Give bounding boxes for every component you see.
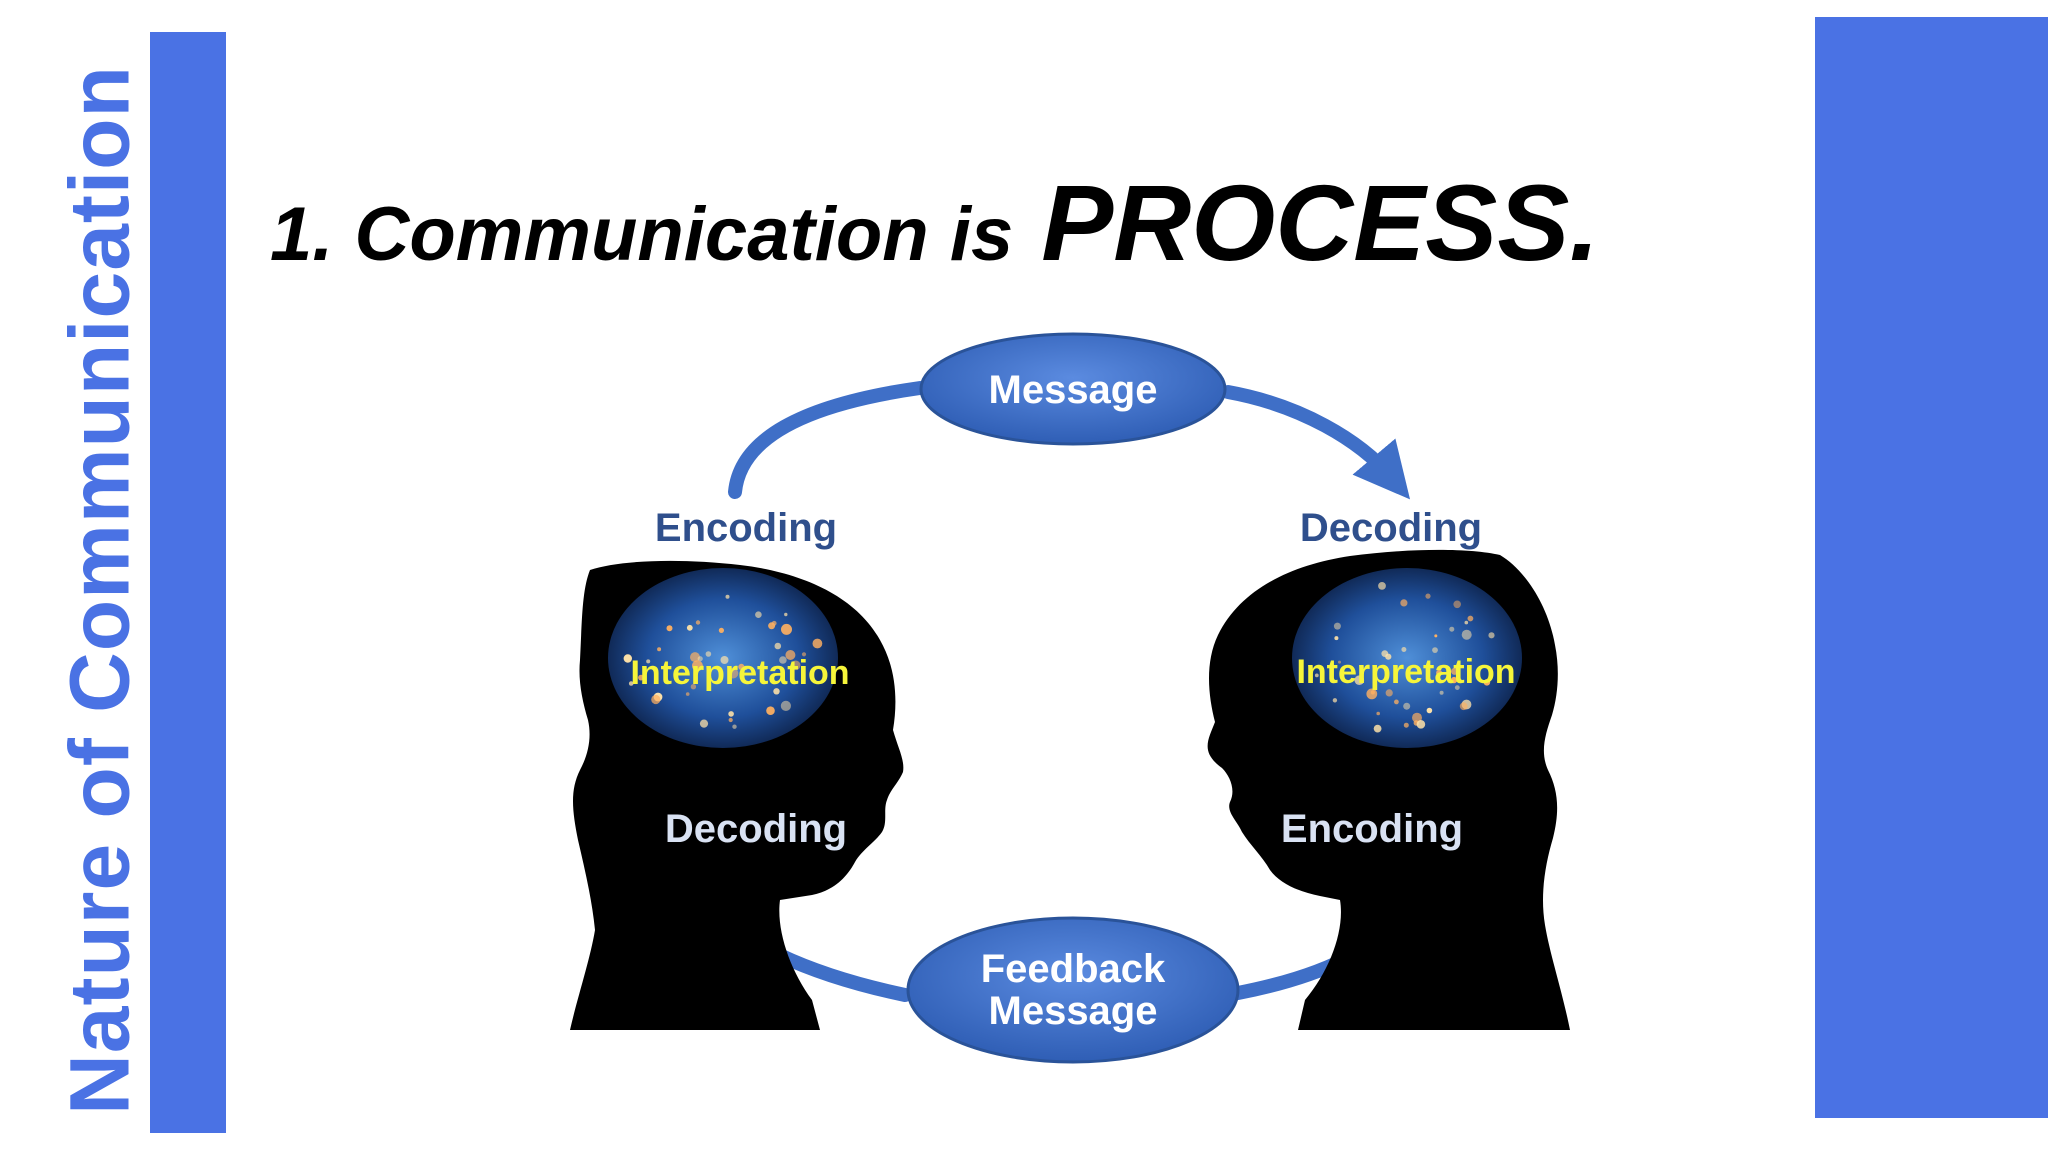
brain-sparkle	[666, 625, 673, 632]
brain-sparkle	[699, 719, 709, 728]
brain-sparkle	[1401, 647, 1407, 652]
brain-sparkle	[790, 660, 801, 671]
interpretation-label-left: Interpretation	[630, 654, 849, 692]
brain-sparkle	[784, 612, 788, 617]
message-label: Message	[989, 368, 1158, 412]
brain-sparkle	[1426, 707, 1433, 714]
heading-emphasis: PROCESS.	[1041, 162, 1600, 283]
brain-sparkle	[1394, 699, 1399, 705]
brain-sparkle	[695, 620, 701, 625]
brain-sparkle	[1332, 698, 1338, 703]
brain-sparkle	[1400, 599, 1408, 607]
slide-heading: 1. Communication is PROCESS.	[270, 160, 1599, 285]
brain-sparkle	[690, 684, 697, 690]
brain-sparkle	[768, 622, 776, 630]
decoding-label-right: Decoding	[1300, 506, 1482, 550]
decoding-label-left-head: Decoding	[665, 807, 847, 851]
brain-sparkle	[1385, 689, 1393, 697]
brain-sparkle	[1403, 702, 1411, 710]
message-ellipse	[919, 332, 1227, 446]
brain-sparkle	[1334, 636, 1339, 641]
brain-sparkle	[692, 660, 703, 672]
brain-sparkle	[1403, 722, 1409, 728]
brain-sparkle	[1436, 669, 1443, 676]
heading-lead: 1. Communication is	[270, 192, 1014, 277]
brain-sparkle	[685, 692, 690, 696]
brain-sparkle	[1464, 620, 1469, 625]
feedback-label-line1: Feedback	[981, 947, 1166, 991]
brain-sparkle	[1354, 675, 1365, 685]
brain-sparkle	[1378, 582, 1386, 590]
brain-sparkle	[766, 706, 775, 715]
encoding-label-right-head: Encoding	[1281, 807, 1463, 851]
brain-sparkle	[1453, 600, 1461, 609]
brain-sparkle	[774, 642, 782, 650]
brain-sparkle	[1459, 702, 1468, 711]
brain-sparkle	[779, 656, 787, 664]
brain-sparkle	[727, 667, 739, 679]
brain-sparkle	[705, 651, 712, 657]
brain-sparkle	[725, 594, 730, 599]
brain-sparkle	[1439, 690, 1444, 695]
brain-sparkle	[1412, 712, 1422, 723]
brain-sparkle	[1434, 634, 1438, 638]
brain-sparkle	[1416, 720, 1426, 729]
brain-sparkle	[1454, 685, 1460, 690]
interpretation-label-right: Interpretation	[1296, 653, 1515, 691]
brain-sparkle	[1333, 622, 1341, 630]
brain-sparkles	[623, 582, 1495, 733]
brain-sparkle	[780, 700, 792, 712]
brain-sparkle	[651, 694, 661, 705]
brain-sparkle	[697, 656, 703, 662]
feedback-message-ellipse	[906, 916, 1240, 1064]
encoding-label-left: Encoding	[655, 506, 837, 550]
brain-sparkle	[638, 674, 644, 681]
arc-encoding-to-message	[728, 381, 927, 499]
right-accent-panel	[1815, 17, 2048, 1118]
brain-sparkle	[623, 654, 632, 663]
brain-sparkle	[1338, 660, 1341, 664]
brain-sparkle	[1314, 673, 1319, 678]
brain-sparkle	[738, 663, 745, 671]
brain-sparkle	[1449, 626, 1455, 632]
brain-sparkle	[1366, 688, 1378, 700]
feedback-label-line2: Message	[989, 989, 1158, 1033]
brain-sparkle	[785, 650, 796, 660]
left-accent-bar	[150, 32, 226, 1133]
brain-sparkle	[646, 659, 651, 664]
brain-sparkle	[690, 652, 700, 663]
brain-sparkle	[1467, 615, 1474, 622]
brain-sparkle	[720, 656, 729, 664]
brain-sparkle	[628, 681, 634, 686]
brain-sparkle	[1373, 724, 1382, 733]
brain-sparkle	[1376, 711, 1380, 716]
brain-sparkle	[1461, 629, 1472, 640]
arc-message-to-decoding	[1221, 385, 1411, 500]
brain-sparkle	[743, 665, 748, 671]
brain-sparkle	[1451, 667, 1458, 675]
brain-sparkle	[812, 638, 823, 649]
brain-sparkle	[1381, 650, 1389, 657]
brain-sparkle	[1483, 679, 1491, 686]
brain-sparkle	[1432, 647, 1438, 653]
brain-sparkle	[718, 627, 725, 634]
brain-sparkle	[773, 688, 780, 695]
brain-sparkle	[781, 623, 792, 635]
brain-sparkle	[1450, 676, 1458, 684]
brain-sparkle	[728, 711, 734, 717]
brain-sparkle	[732, 724, 737, 729]
brain-sparkle	[686, 624, 693, 631]
brain-sparkle	[1488, 632, 1495, 639]
brain-sparkle	[755, 611, 762, 618]
brain-sparkle	[657, 647, 662, 652]
brain-sparkle	[728, 717, 733, 723]
brain-sparkle	[801, 652, 807, 657]
brain-sparkle	[1425, 593, 1431, 599]
